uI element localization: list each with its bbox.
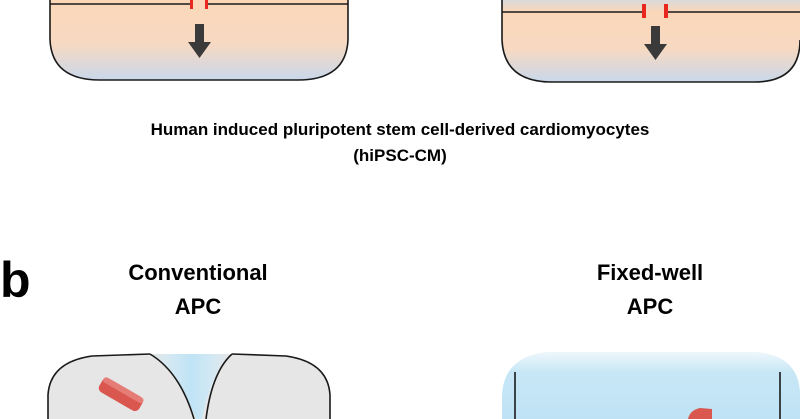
conventional-apc-title: Conventional APC	[68, 256, 328, 324]
conventional-apc-title-line1: Conventional	[128, 260, 268, 285]
cell-shape	[98, 377, 144, 412]
figure-caption-line2: (hiPSC-CM)	[353, 146, 447, 165]
panel-label-b: b	[0, 252, 31, 308]
arrow-down-icon	[644, 26, 667, 60]
conventional-apc-well	[47, 353, 331, 419]
fixed-well-apc-title-line2: APC	[626, 294, 674, 319]
fixed-well-apc-well	[502, 352, 800, 419]
conventional-apc-title-line2: APC	[174, 294, 222, 319]
aperture-left-top	[190, 0, 208, 9]
chamber-left-top	[49, 0, 349, 81]
fixed-well-apc-title: Fixed-well APC	[520, 256, 780, 324]
figure-caption-line1: Human induced pluripotent stem cell-deri…	[150, 120, 650, 139]
chamber-right-top	[501, 0, 800, 83]
arrow-down-icon	[188, 24, 211, 58]
fixed-well-apc-title-line1: Fixed-well	[596, 260, 704, 285]
cell-shape	[688, 408, 712, 419]
aperture-right-top	[642, 4, 668, 18]
